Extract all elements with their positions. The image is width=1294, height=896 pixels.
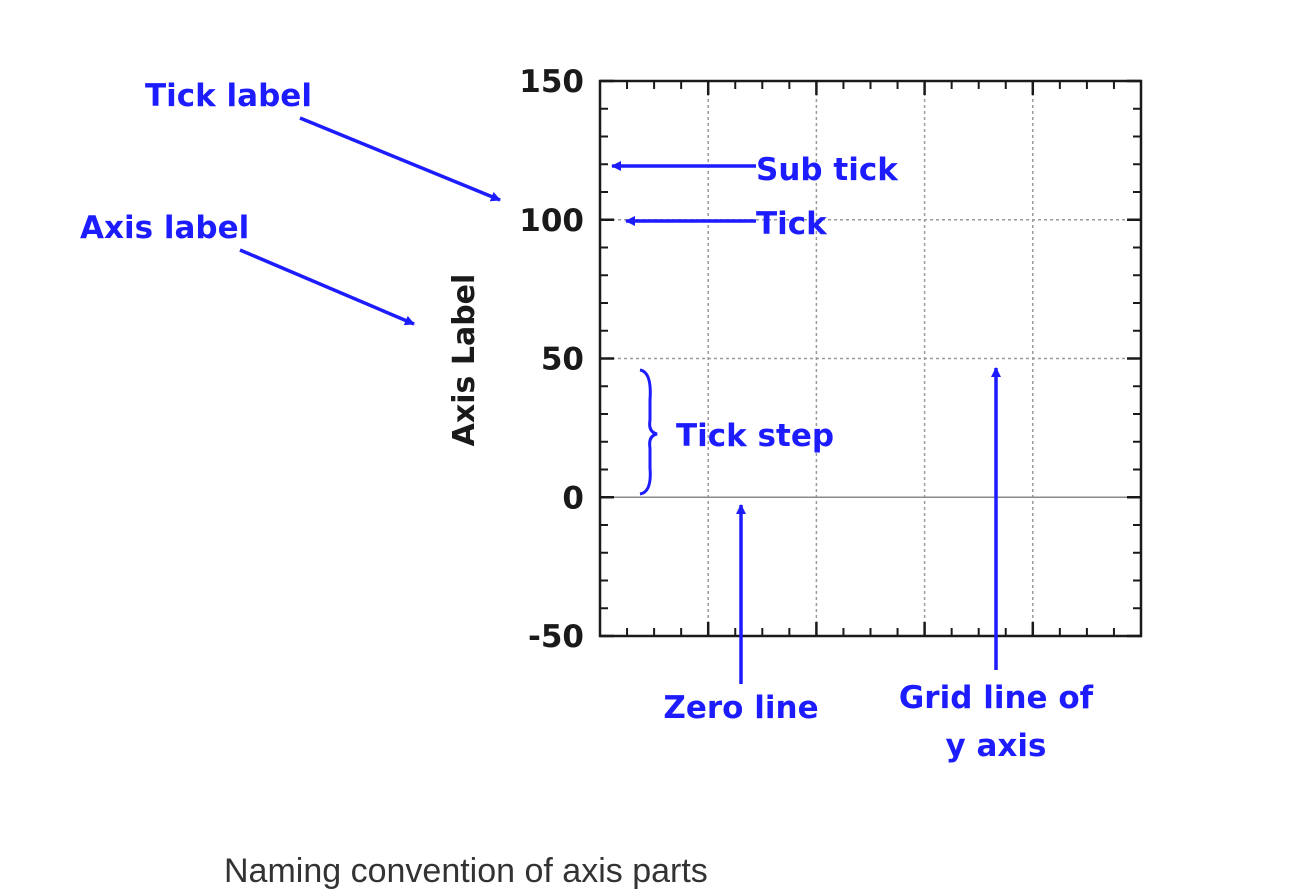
annotation-sub-tick: Sub tick bbox=[756, 152, 899, 188]
annotation-tick-label: Tick label bbox=[145, 78, 312, 114]
annotations: Tick label Axis label Sub tick Tick Tick… bbox=[80, 78, 1094, 764]
y-tick-label: 0 bbox=[562, 480, 584, 516]
arrow-axis-label bbox=[239, 248, 415, 326]
y-tick-labels: 150 100 50 0 -50 bbox=[519, 64, 584, 655]
annotation-tick: Tick bbox=[756, 206, 828, 242]
annotation-grid-line-1: Grid line of bbox=[899, 680, 1094, 716]
annotation-axis-label: Axis label bbox=[80, 210, 249, 246]
plot-frame bbox=[598, 79, 1143, 638]
y-axis-label: Axis Label bbox=[447, 274, 482, 447]
axis-ticks bbox=[600, 79, 1141, 638]
y-tick-label: 150 bbox=[519, 64, 584, 100]
y-tick-label: -50 bbox=[528, 619, 584, 655]
y-tick-label: 50 bbox=[541, 342, 584, 378]
annotation-grid-line-2: y axis bbox=[946, 728, 1047, 764]
annotation-zero-line: Zero line bbox=[663, 690, 818, 726]
tick-step-brace bbox=[639, 368, 658, 496]
chart-area: 150 100 50 0 -50 Axis Label bbox=[447, 64, 1143, 655]
figure-caption: Naming convention of axis parts bbox=[224, 852, 708, 890]
annotation-tick-step: Tick step bbox=[676, 418, 834, 454]
y-tick-label: 100 bbox=[519, 203, 584, 239]
grid-lines bbox=[600, 81, 1141, 636]
arrow-tick-label bbox=[299, 116, 501, 202]
